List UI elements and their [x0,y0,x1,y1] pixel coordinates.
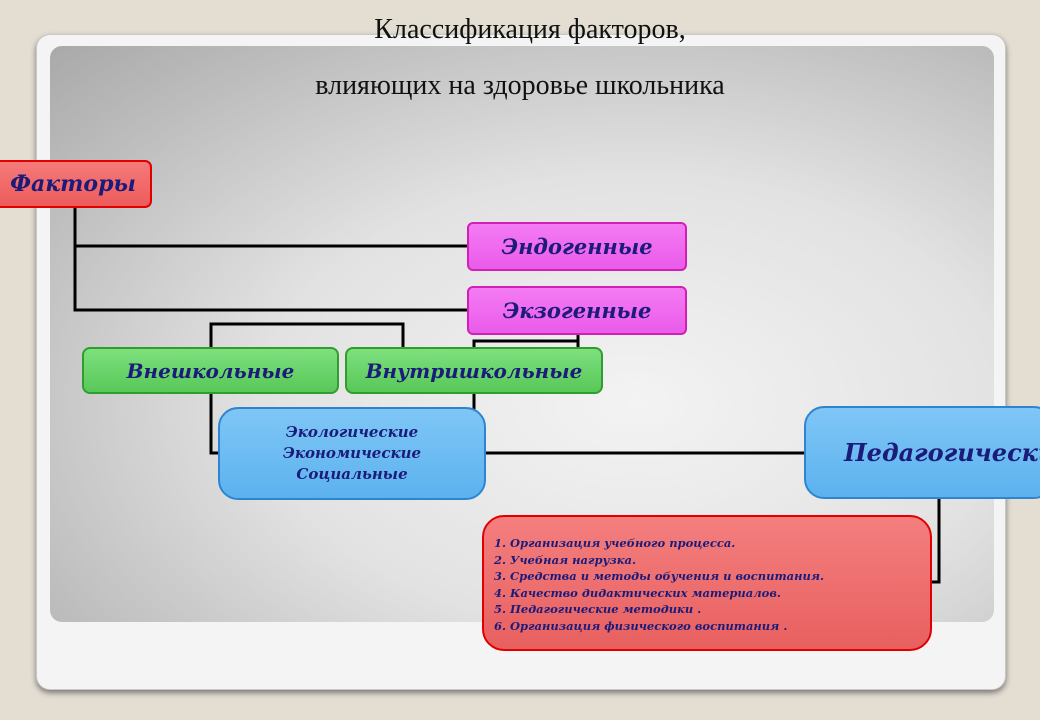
outside-school-node: Внешкольные [82,347,339,394]
connector-root-exogenous [73,246,469,312]
exogenous-node: Экзогенные [467,286,687,335]
slide-title-line-1: Классификация факторов, [374,14,686,45]
external-type-ecological: Экологические [285,423,419,441]
connector-root-endogenous [73,208,469,248]
pedagogical-items-list: 1. Организация учебного процесса. 2. Уче… [494,535,824,634]
pedagogical-items-node: 1. Организация учебного процесса. 2. Уче… [482,515,932,651]
external-type-economic: Экономические [282,444,422,462]
pedagogical-item: 5. Педагогические методики . [494,602,702,616]
connector-outside-eco [209,394,221,455]
endogenous-node: Эндогенные [467,222,687,271]
connector-exogenous-inner [472,339,578,348]
external-types-node: Экологические Экономические Социальные [218,407,486,500]
pedagogical-item: 3. Средства и методы обучения и воспитан… [494,569,824,583]
factors-node: Факторы [0,160,152,208]
pedagogical-node: Педагогические [804,406,1040,499]
pedagogical-item: 2. Учебная нагрузка. [494,552,636,567]
inside-school-node: Внутришкольные [345,347,603,394]
connector-ped-list [930,499,941,584]
pedagogical-item: 6. Организация физического воспитания . [494,618,788,633]
external-type-social: Социальные [296,465,408,483]
pedagogical-item: 1. Организация учебного процесса. [494,536,736,550]
slide-title-line-2: влияющих на здоровье школьника [315,70,725,101]
connector-inside-ped [472,394,806,455]
pedagogical-item: 4. Качество дидактических материалов. [494,585,781,600]
